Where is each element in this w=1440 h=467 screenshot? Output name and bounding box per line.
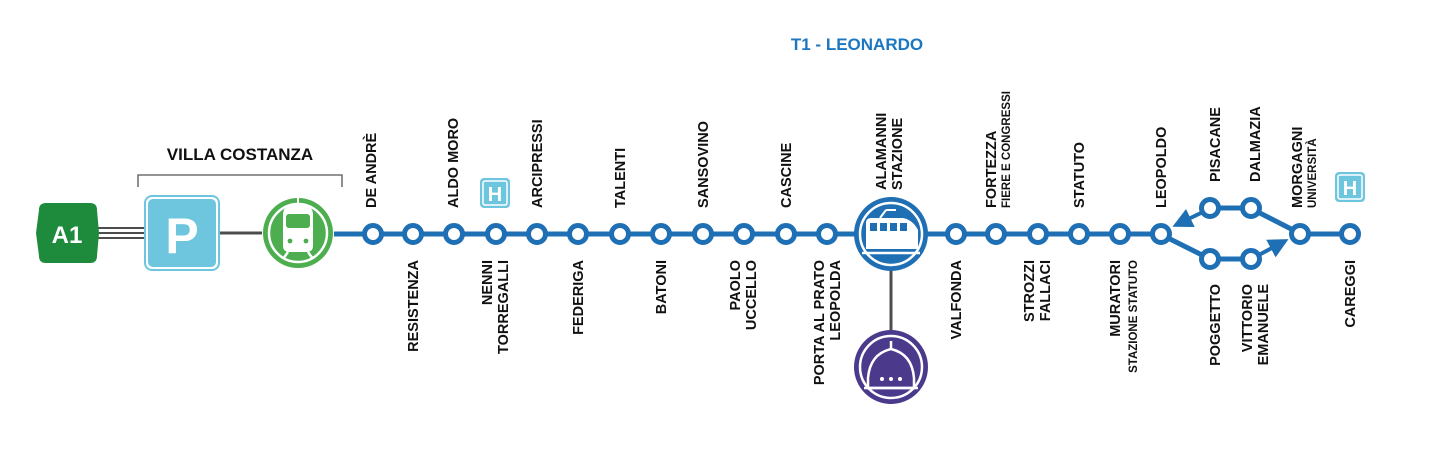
label-paolo-1: PAOLO xyxy=(728,260,744,310)
stop-muratori xyxy=(1109,223,1131,245)
label-vittorio-1: VITTORIO xyxy=(1240,284,1256,352)
stop-de-andre xyxy=(362,223,384,245)
parking-group-label: VILLA COSTANZA xyxy=(167,145,313,164)
label-fortezza-1: FORTEZZA xyxy=(984,130,1000,208)
label-talenti: TALENTI xyxy=(613,148,629,208)
label-poggetto: POGGETTO xyxy=(1208,284,1224,366)
svg-text:A1: A1 xyxy=(52,222,83,249)
label-pisacane: PISACANE xyxy=(1208,107,1224,182)
label-muratori-2: STAZIONE STATUTO xyxy=(1128,260,1140,373)
tram-icon xyxy=(263,196,333,268)
stop-paolo-uccello xyxy=(733,223,755,245)
parking-badge: P xyxy=(144,195,220,271)
stop-vittorio-emanuele xyxy=(1240,248,1262,270)
label-alamanni-1: ALAMANNI xyxy=(874,113,890,190)
stop-pisacane xyxy=(1199,197,1221,219)
hospital-badge-careggi: H xyxy=(1335,172,1365,202)
stop-batoni xyxy=(650,223,672,245)
stop-statuto xyxy=(1068,223,1090,245)
label-federiga: FEDERIGA xyxy=(571,259,587,334)
label-dalmazia: DALMAZIA xyxy=(1248,106,1264,182)
svg-text:H: H xyxy=(488,184,502,206)
stop-dalmazia xyxy=(1240,197,1262,219)
label-careggi: CAREGGI xyxy=(1343,260,1359,328)
stop-cascine xyxy=(775,223,797,245)
label-vittorio-2: EMANUELE xyxy=(1256,284,1272,366)
line-title: T1 - LEONARDO xyxy=(791,35,923,54)
label-leopoldo: LEOPOLDO xyxy=(1154,127,1170,208)
label-valfonda: VALFONDA xyxy=(949,259,965,339)
label-muratori-1: MURATORI xyxy=(1108,260,1124,337)
label-porta-2: LEOPOLDA xyxy=(828,259,844,340)
label-strozzi-2: FALLACI xyxy=(1038,260,1054,321)
label-nenni-1: NENNI xyxy=(480,260,496,305)
stop-arcipressi xyxy=(526,223,548,245)
stop-careggi xyxy=(1339,223,1361,245)
label-sansovino: SANSOVINO xyxy=(696,121,712,208)
stop-nenni xyxy=(485,223,507,245)
stop-strozzi xyxy=(1027,223,1049,245)
label-aldo-moro: ALDO MORO xyxy=(446,118,462,208)
hospital-badge-nenni: H xyxy=(480,178,510,208)
label-statuto: STATUTO xyxy=(1072,142,1088,208)
label-batoni: BATONI xyxy=(654,260,670,314)
stop-aldo-moro xyxy=(443,223,465,245)
label-de-andre: DE ANDRÈ xyxy=(363,132,380,208)
stop-talenti xyxy=(609,223,631,245)
duomo-icon xyxy=(854,330,928,404)
train-icon xyxy=(854,197,928,271)
motorway-a1-badge: A1 xyxy=(36,203,99,263)
stop-morgagni xyxy=(1289,223,1311,245)
stop-markers xyxy=(362,197,1361,270)
label-resistenza: RESISTENZA xyxy=(406,259,422,351)
label-arcipressi: ARCIPRESSI xyxy=(530,119,546,208)
stop-poggetto xyxy=(1199,248,1221,270)
parking-group-bracket xyxy=(137,174,343,187)
label-strozzi-1: STROZZI xyxy=(1022,260,1038,322)
label-nenni-2: TORREGALLI xyxy=(496,260,512,354)
svg-text:H: H xyxy=(1343,178,1357,200)
label-morgagni-1: MORGAGNI xyxy=(1290,127,1306,208)
svg-text:P: P xyxy=(165,208,198,264)
label-paolo-2: UCCELLO xyxy=(744,260,760,330)
stop-valfonda xyxy=(945,223,967,245)
stop-porta-al-prato xyxy=(816,223,838,245)
label-cascine: CASCINE xyxy=(779,142,795,208)
stop-leopoldo xyxy=(1150,223,1172,245)
stop-fortezza xyxy=(985,223,1007,245)
stop-resistenza xyxy=(402,223,424,245)
stop-federiga xyxy=(567,223,589,245)
label-morgagni-2: UNIVERSITÀ xyxy=(1306,138,1319,208)
label-alamanni-2: STAZIONE xyxy=(890,117,906,190)
motorway-connector xyxy=(96,227,146,239)
stop-sansovino xyxy=(692,223,714,245)
label-fortezza-2: FIERE E CONGRESSI xyxy=(1001,91,1013,208)
label-porta-1: PORTA AL PRATO xyxy=(812,260,828,385)
